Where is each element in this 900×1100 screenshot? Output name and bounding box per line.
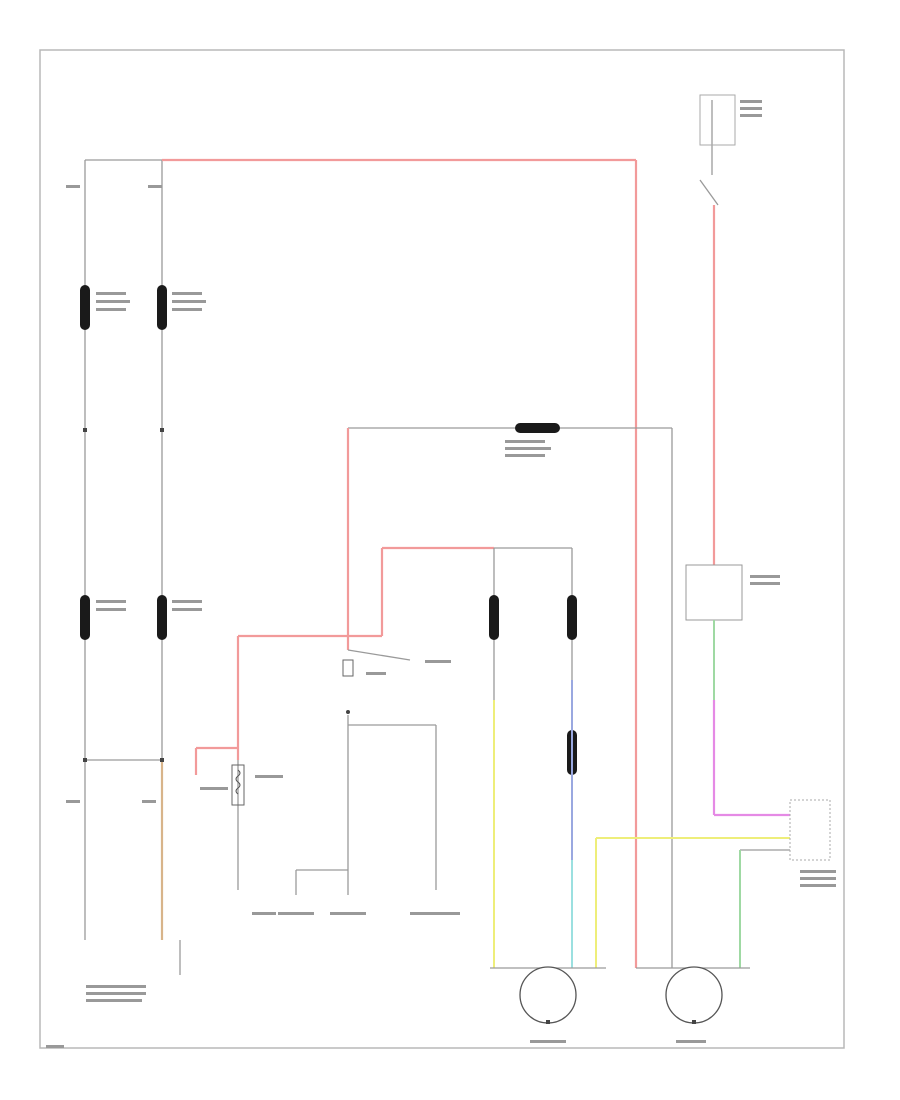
switch bbox=[342, 659, 354, 714]
fuse-3 bbox=[80, 595, 90, 640]
motor-left bbox=[519, 966, 577, 1024]
center-circuit-wires bbox=[194, 427, 673, 968]
fuse-2 bbox=[157, 285, 167, 330]
motor-signal-wires bbox=[490, 680, 790, 969]
motor-right bbox=[665, 966, 723, 1024]
fuse-6 bbox=[489, 595, 499, 640]
fuse-4 bbox=[157, 595, 167, 640]
switch-box bbox=[699, 94, 736, 146]
left-bus-wires bbox=[84, 159, 181, 975]
left-connector-marks bbox=[83, 428, 164, 762]
fuse-5 bbox=[515, 423, 560, 433]
fuse-1 bbox=[80, 285, 90, 330]
main-power-feed bbox=[162, 158, 638, 968]
relay bbox=[231, 764, 245, 806]
right-feed bbox=[685, 100, 831, 861]
diagram-frame bbox=[39, 49, 845, 1049]
fuse-7 bbox=[567, 595, 577, 640]
illegible-labels bbox=[46, 100, 836, 1048]
